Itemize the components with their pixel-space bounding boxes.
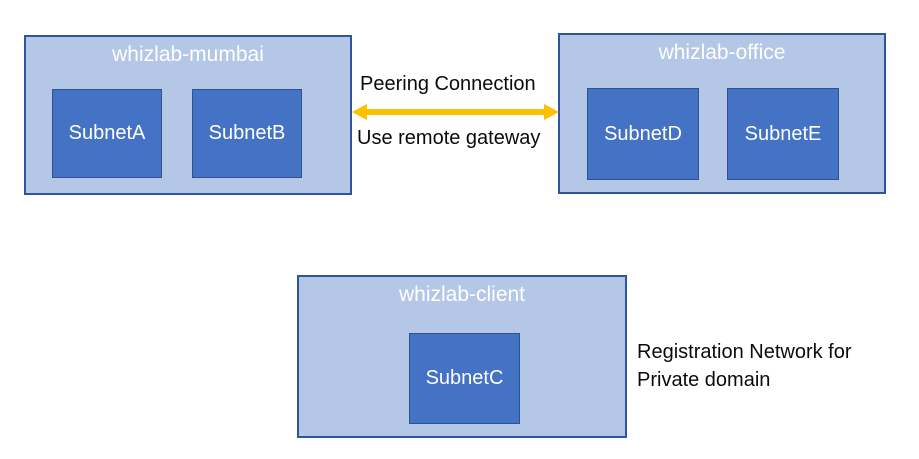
- subnet-label-a: SubnetA: [68, 122, 146, 144]
- subnet-label-c: SubnetC: [425, 367, 504, 389]
- annotation-line-1: Registration Network for: [637, 341, 852, 363]
- use-remote-gateway-label: Use remote gateway: [357, 127, 541, 149]
- peering-connection-label: Peering Connection: [360, 73, 536, 95]
- vnet-title-mumbai: whizlab-mumbai: [112, 43, 264, 66]
- subnet-box-e: SubnetE: [727, 88, 839, 180]
- vnet-title-office: whizlab-office: [658, 41, 786, 64]
- subnet-box-a: SubnetA: [52, 89, 162, 178]
- subnet-box-d: SubnetD: [587, 88, 699, 180]
- subnet-box-c: SubnetC: [409, 333, 520, 424]
- vnet-box-client: whizlab-client SubnetC: [297, 275, 627, 438]
- double-arrow-icon: [352, 104, 559, 120]
- vnet-title-client: whizlab-client: [398, 283, 526, 306]
- subnet-label-b: SubnetB: [208, 122, 286, 144]
- vnet-box-office: whizlab-office SubnetD SubnetE: [558, 33, 886, 194]
- vnet-box-mumbai: whizlab-mumbai SubnetA SubnetB: [24, 35, 352, 195]
- subnet-box-b: SubnetB: [192, 89, 302, 178]
- subnet-label-e: SubnetE: [744, 122, 822, 145]
- subnet-label-d: SubnetD: [604, 122, 682, 145]
- annotation-line-2: Private domain: [637, 369, 771, 391]
- registration-network-annotation: Registration Network for Private domain: [637, 338, 852, 394]
